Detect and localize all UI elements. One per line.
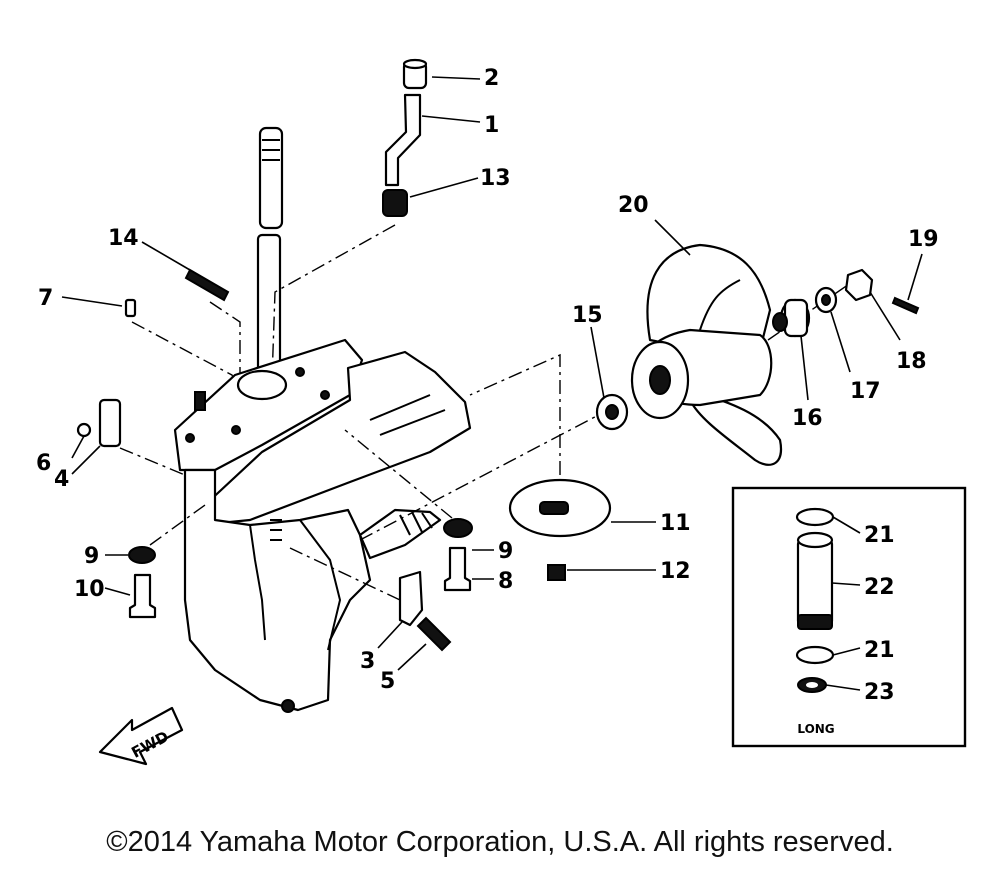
callout-1: 1: [484, 113, 499, 138]
callout-12: 12: [660, 559, 691, 584]
callout-11: 11: [660, 511, 691, 536]
callout-18: 18: [896, 349, 927, 374]
callout-8: 8: [498, 569, 513, 594]
callout-9-right: 9: [498, 539, 513, 564]
copyright-notice: ©2014 Yamaha Motor Corporation, U.S.A. A…: [106, 826, 894, 858]
shift-rod-cap: [402, 58, 428, 90]
drive-shaft: [256, 126, 284, 382]
spacer: [772, 298, 811, 338]
shift-rod: [384, 93, 422, 187]
callout-6: 6: [36, 451, 51, 476]
callout-22: 22: [864, 575, 895, 600]
propeller: [630, 243, 783, 466]
callout-15: 15: [572, 303, 603, 328]
o-ring-top: [795, 507, 835, 527]
dowel-pin: [124, 298, 137, 318]
callout-10: 10: [74, 577, 105, 602]
inset-label: LONG: [797, 722, 834, 736]
callout-7: 7: [38, 286, 53, 311]
callout-16: 16: [792, 406, 823, 431]
callout-17: 17: [850, 379, 881, 404]
callout-2: 2: [484, 66, 499, 91]
callout-3: 3: [360, 649, 375, 674]
exploded-parts-diagram: FWD 2 1 13 14 7 6 4 9 10 9 8 11 12 3 5 1…: [36, 58, 967, 766]
trim-tab-bolt: [416, 616, 452, 652]
trim-tab: [398, 570, 424, 627]
washer-right: [443, 518, 473, 538]
extension-tube: [796, 531, 834, 630]
callout-21-top: 21: [864, 523, 895, 548]
lower-casing: [173, 338, 472, 713]
cotter-pin: [891, 296, 920, 315]
fwd-arrow: [98, 706, 184, 766]
callout-19: 19: [908, 227, 939, 252]
callout-5: 5: [380, 669, 395, 694]
drain-plug: [547, 564, 566, 581]
callout-21-bottom: 21: [864, 638, 895, 663]
callout-14: 14: [108, 226, 139, 251]
bolt-left: [128, 573, 157, 619]
spring-pin: [184, 268, 230, 302]
shift-rod-bushing: [382, 189, 408, 217]
o-ring-bottom: [795, 645, 835, 665]
callout-20: 20: [618, 193, 649, 218]
propeller-nut: [844, 268, 874, 302]
long-shaft-inset: [731, 486, 967, 748]
callout-23: 23: [864, 680, 895, 705]
callout-9-left: 9: [84, 544, 99, 569]
callout-13: 13: [480, 166, 511, 191]
bolt-right: [443, 546, 472, 592]
bracket: [98, 398, 122, 448]
callout-4: 4: [54, 467, 69, 492]
washer-left: [128, 546, 156, 564]
washer-small: [76, 422, 92, 438]
